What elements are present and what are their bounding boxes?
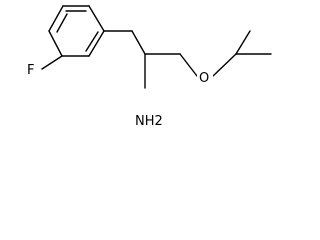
fluorine-label: F [27,63,34,78]
ring-double-bond-2 [85,31,99,52]
ring-bond-5 [48,30,63,57]
ch2-oxygen-bond [179,53,198,77]
amine-mask [134,112,164,130]
amine-label: NH2 [135,114,163,129]
carbon-fluorine-bond [41,55,63,70]
ring-bond-3 [88,30,105,57]
isopropyl-methyl-bond-1 [235,30,251,55]
ch-to-ch2-bond [131,30,146,55]
fluorine-mask [25,61,40,77]
chemical-structure: F O NH2 [25,5,272,130]
oxygen-label: O [199,71,209,86]
ring-double-bond-3 [56,13,68,33]
ring-bond-2 [88,5,105,32]
oxygen-isopropyl-bond [212,53,237,77]
benzene-ring [48,5,105,57]
oxygen-mask [197,69,213,85]
ring-bond-6 [48,5,64,32]
